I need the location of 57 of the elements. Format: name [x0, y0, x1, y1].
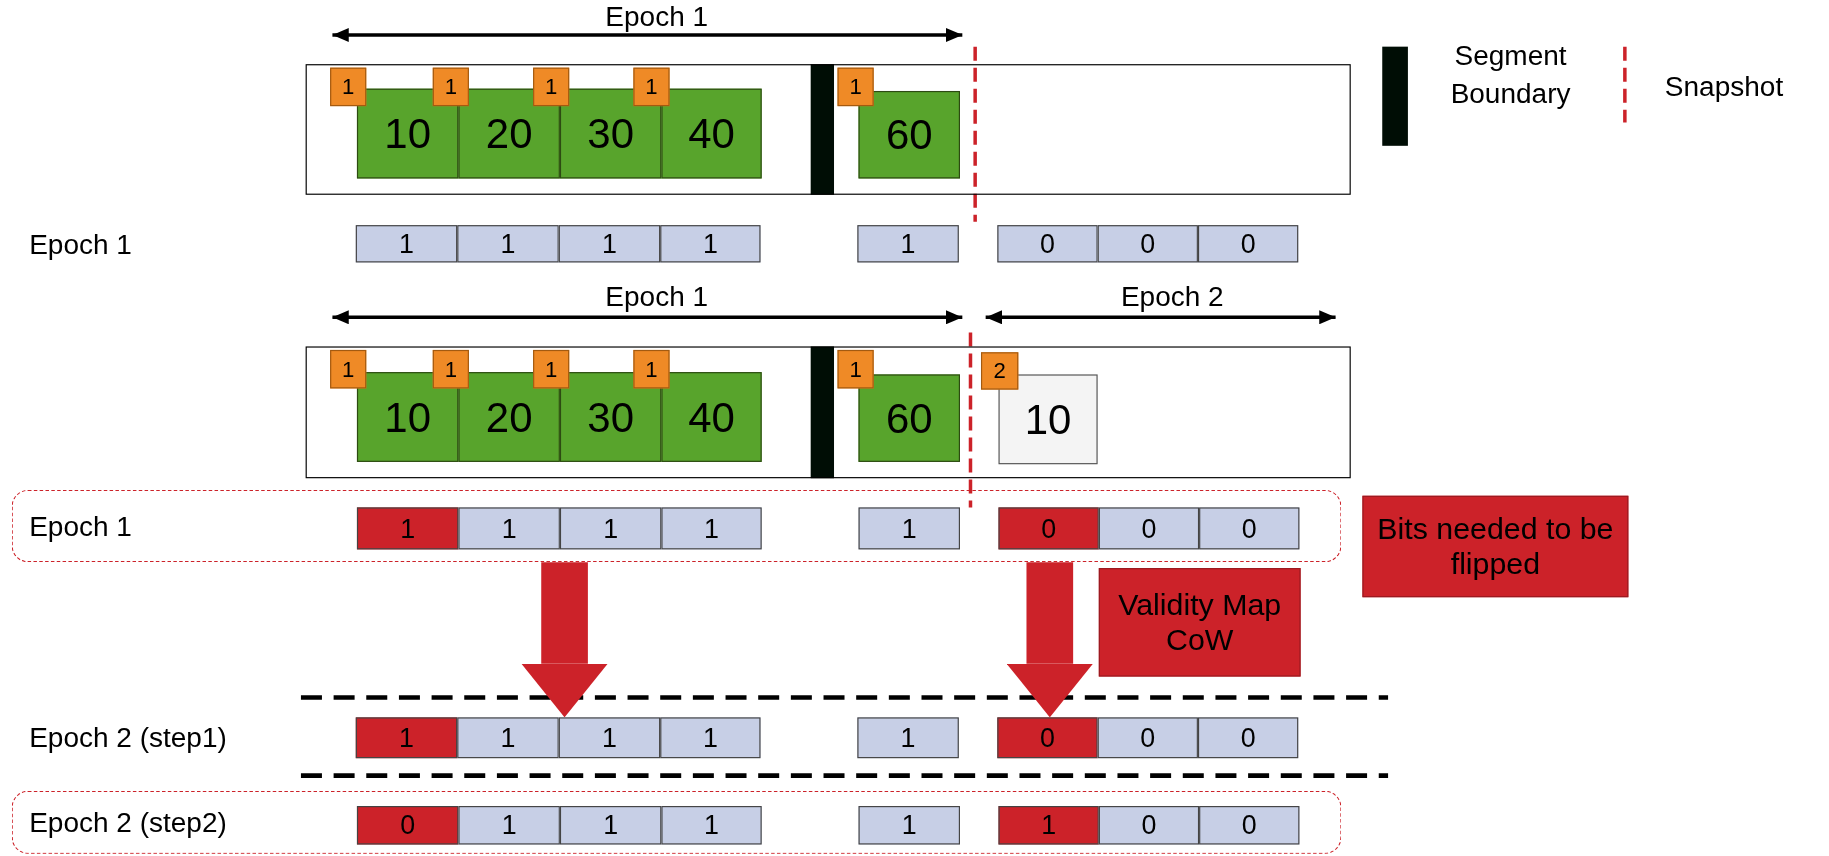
epoch-tag: 1 [837, 67, 874, 107]
bit-cell: 0 [998, 507, 1099, 550]
epoch-tag: 1 [432, 67, 469, 107]
epoch-tag: 1 [533, 349, 570, 389]
bit-cell: 0 [1197, 225, 1299, 263]
epoch-tag: 1 [533, 67, 570, 107]
bit-cell: 0 [356, 806, 459, 845]
epoch-tag: 1 [633, 349, 670, 389]
row-label: Epoch 1 [29, 510, 132, 543]
bit-cell: 1 [858, 806, 960, 845]
note-box: Bits needed to be flipped [1362, 495, 1629, 598]
epoch-tag: 1 [330, 349, 367, 389]
bit-cell: 0 [1197, 717, 1299, 759]
bit-cell: 1 [559, 806, 662, 845]
bit-cell: 0 [1097, 717, 1198, 759]
bit-cell: 1 [458, 806, 560, 845]
bit-cell: 0 [1098, 507, 1200, 550]
bit-cell: 1 [458, 507, 560, 550]
note-box: Validity Map CoW [1098, 568, 1301, 677]
bit-cell: 0 [997, 225, 1098, 263]
bit-cell: 1 [355, 225, 458, 263]
bit-cell: 1 [661, 806, 762, 845]
data-block: 40 [661, 88, 762, 179]
row-label: Epoch 2 (step2) [29, 806, 227, 839]
row-label: Epoch 1 [29, 228, 132, 262]
bit-cell: 1 [660, 225, 761, 263]
epoch-tag: 1 [633, 67, 670, 107]
bit-cell: 0 [1098, 806, 1200, 845]
span-label: Epoch 1 [605, 0, 709, 33]
span-label: Epoch 2 [1120, 279, 1224, 313]
bit-cell: 1 [661, 507, 762, 550]
row-label: Epoch 2 (step1) [29, 720, 227, 754]
bit-cell: 1 [457, 225, 559, 263]
bit-cell: 0 [1097, 225, 1198, 263]
bit-cell: 1 [857, 717, 959, 759]
bit-cell: 1 [558, 225, 661, 263]
bit-cell: 0 [1199, 806, 1300, 845]
bit-cell: 1 [559, 507, 662, 550]
data-block: 40 [661, 372, 762, 462]
legend-label: Snapshot [1663, 69, 1785, 104]
span-label: Epoch 1 [605, 279, 709, 313]
epoch-tag: 2 [981, 352, 1019, 390]
bit-cell: 1 [858, 507, 960, 550]
bit-cell: 1 [356, 507, 459, 550]
epoch-tag: 1 [330, 67, 367, 107]
bit-cell: 1 [558, 717, 661, 759]
bit-cell: 0 [997, 717, 1098, 759]
bit-cell: 1 [998, 806, 1099, 845]
bit-cell: 0 [1199, 507, 1300, 550]
bit-cell: 1 [660, 717, 761, 759]
legend-label: Segment Boundary [1449, 38, 1572, 111]
epoch-tag: 1 [432, 349, 469, 389]
epoch-tag: 1 [837, 349, 874, 389]
bit-cell: 1 [457, 717, 559, 759]
bit-cell: 1 [355, 717, 458, 759]
bit-cell: 1 [857, 225, 959, 263]
highlight-band [11, 489, 1342, 563]
